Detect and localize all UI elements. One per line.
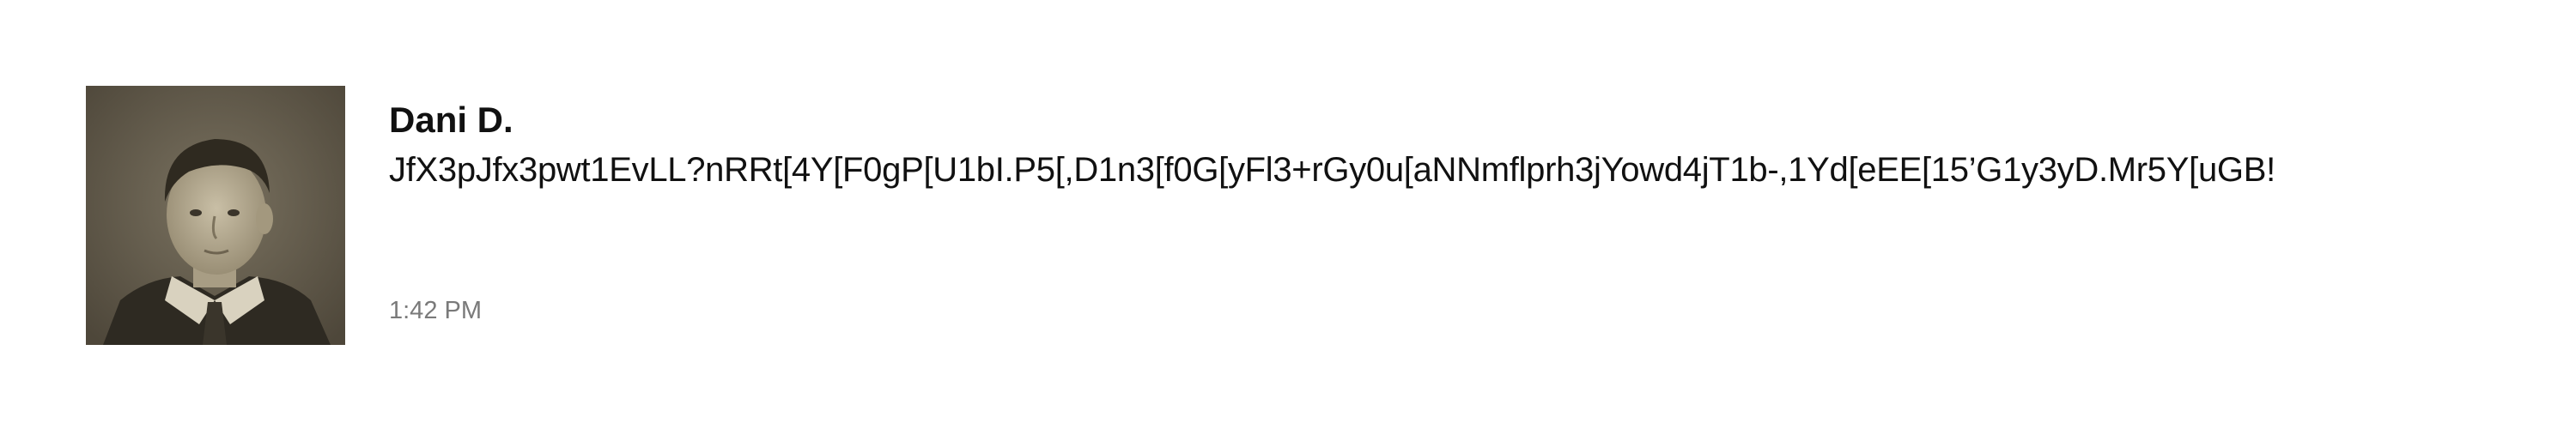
message-timestamp: 1:42 PM bbox=[389, 297, 482, 324]
avatar[interactable] bbox=[86, 86, 345, 345]
message-text: JfX3pJfx3pwt1EvLL?nRRt[4Y[F0gP[U1bI.P5[,… bbox=[389, 151, 2275, 189]
sender-name[interactable]: Dani D. bbox=[389, 100, 513, 140]
avatar-photo-icon bbox=[86, 86, 345, 345]
